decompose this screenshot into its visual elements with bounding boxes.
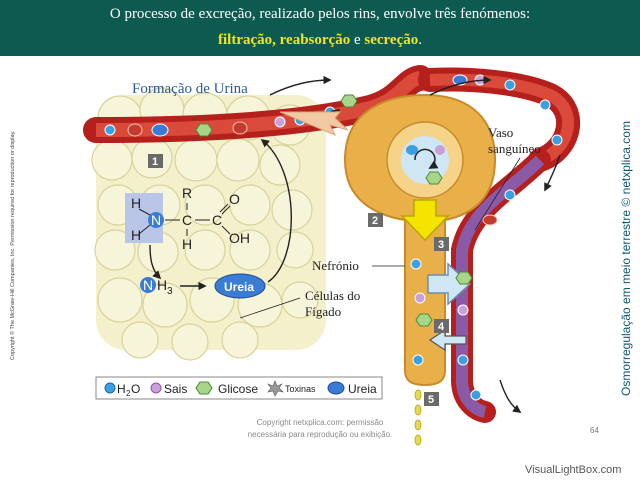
vaso-label-line1: Vaso xyxy=(488,125,513,140)
ammonia-h: H xyxy=(157,277,167,293)
secretion-arrow-icon xyxy=(428,328,467,352)
molecule-h-lower: H xyxy=(182,236,192,252)
celulas-label-line2: Fígado xyxy=(305,304,341,319)
legend-h2o-end: O xyxy=(131,382,140,396)
urine-formation-diagram: Formação de Urina 1 2 3 4 5 H H N R C H … xyxy=(83,65,580,446)
molecule-h-bottom: H xyxy=(131,227,141,243)
legend-toxinas: Toxinas xyxy=(285,384,316,394)
molecule-c2: C xyxy=(212,212,222,228)
term-conjunction: e xyxy=(353,32,361,48)
watermark-link[interactable]: VisualLightBox.com xyxy=(525,464,622,476)
slide-header: O processo de excreção, realizado pelos … xyxy=(0,0,640,56)
header-terms: filtração, reabsorção e secreção. xyxy=(0,32,640,49)
molecule-c1: C xyxy=(182,212,192,228)
urine-drops xyxy=(414,389,422,446)
header-intro-text: O processo de excreção, realizado pelos … xyxy=(109,6,531,22)
step-1-badge: 1 xyxy=(152,156,158,168)
nefronio-label: Nefrónio xyxy=(312,258,359,273)
legend-h2o-sub: 2 xyxy=(126,389,131,398)
term-filtracao: filtração, xyxy=(218,32,276,48)
credit-side-note: Osmorregulação em meio terrestre © netxp… xyxy=(619,121,633,396)
water-dot-icon xyxy=(104,382,116,394)
step-badges: 1 2 3 4 5 xyxy=(148,154,449,406)
header-period: . xyxy=(418,32,422,48)
ammonia-molecule: N H 3 xyxy=(140,277,173,297)
filtration-arrow-icon xyxy=(400,199,450,242)
molecule-o: O xyxy=(229,191,240,207)
toxin-star-icon xyxy=(267,380,284,397)
glucose-hexagon-icon xyxy=(195,381,213,395)
salt-dot-icon xyxy=(150,382,162,394)
footer-copyright-line2: necessária para reprodução ou exibição. xyxy=(247,430,393,439)
molecule-h-top: H xyxy=(131,195,141,211)
step-5-badge: 5 xyxy=(428,394,434,406)
entry-arrow-icon xyxy=(279,111,349,136)
amino-acid-molecule: H H N R C H C O OH xyxy=(125,185,250,252)
term-secrecao: secreção xyxy=(364,32,419,48)
footer-copyright-line1: Copyright netxplica.com: permissão xyxy=(256,418,384,427)
legend-h2o: H xyxy=(117,382,126,396)
reabsorption-arrow-icon xyxy=(427,262,472,306)
legend: H 2 O Sais Glicose Toxinas Ureia xyxy=(95,376,383,400)
diagram-labels: Vaso sanguíneo Nefrónio Células do Fígad… xyxy=(239,125,541,319)
legend-sais: Sais xyxy=(164,382,187,396)
step-4-badge: 4 xyxy=(438,321,445,333)
legend-ureia: Ureia xyxy=(348,382,377,396)
legend-glicose: Glicose xyxy=(218,382,258,396)
deamination-arrow-icon xyxy=(149,244,162,280)
ammonia-sub: 3 xyxy=(167,286,173,297)
blood-vessel-peritubular xyxy=(451,149,551,423)
page-number: 64 xyxy=(590,426,599,435)
step-2-badge: 2 xyxy=(372,215,378,227)
copyright-side-note: Copyright © The McGraw-Hill Companies, I… xyxy=(10,130,16,360)
molecule-r: R xyxy=(182,185,192,201)
celulas-label-line1: Células do xyxy=(305,288,360,303)
urea-ellipse-icon xyxy=(327,381,345,395)
ammonia-n: N xyxy=(143,277,153,293)
urea-to-blood-arrow-icon xyxy=(260,138,292,283)
step-3-badge: 3 xyxy=(438,239,444,251)
molecule-oh: OH xyxy=(229,230,250,246)
footer-copyright: Copyright netxplica.com: permissão neces… xyxy=(200,417,440,441)
urea-molecule: Ureia xyxy=(214,273,266,299)
diagram-title: Formação de Urina xyxy=(132,81,248,97)
urea-blob-label: Ureia xyxy=(224,280,254,294)
molecule-n: N xyxy=(151,212,161,228)
term-reabsorcao: reabsorção xyxy=(279,32,351,48)
vaso-label-line2: sanguíneo xyxy=(488,141,541,156)
